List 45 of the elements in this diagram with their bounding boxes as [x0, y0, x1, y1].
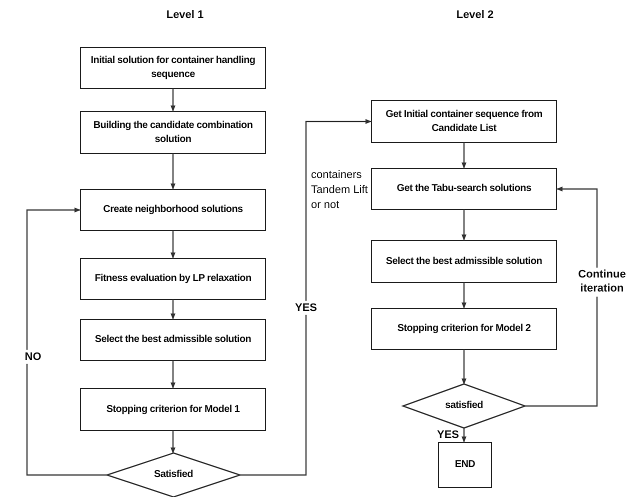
step-label: Select the best admissible solution [384, 254, 544, 268]
process-box [80, 111, 266, 154]
arrow [240, 119, 372, 476]
heading: Level 2 [455, 8, 495, 23]
step-label: Create neighborhood solutions [102, 203, 244, 217]
arrow [170, 89, 176, 112]
decision-diamond [403, 384, 525, 428]
process-box [438, 442, 492, 488]
note-text: containers Tandem Lift or not [311, 168, 369, 213]
edge-label: NO [24, 350, 42, 364]
edge-label: YES [294, 300, 318, 316]
arrow [462, 143, 466, 168]
step-label: Select the best admissible solution [94, 333, 252, 347]
process-box [80, 258, 266, 300]
step-label: Stopping criterion for Model 2 [396, 322, 532, 336]
arrow [26, 208, 107, 476]
heading: Level 1 [165, 8, 205, 23]
decision-label: Satisfied [153, 468, 194, 482]
process-box [371, 168, 557, 210]
arrow [462, 283, 466, 308]
step-label: Initial solution for container handling sequence [90, 54, 256, 82]
arrow [170, 300, 176, 320]
step-label: Get Initial container sequence from Candidate List [384, 108, 544, 136]
process-box [80, 47, 266, 89]
process-box [371, 308, 557, 350]
arrow [525, 186, 598, 407]
step-label: Building the candidate combination solution [92, 118, 254, 146]
decision-diamond [107, 453, 240, 497]
step-label: Get the Tabu-search solutions [396, 182, 532, 196]
step-label: Stopping criterion for Model 1 [105, 402, 241, 416]
step-label: Fitness evaluation by LP relaxation [94, 272, 252, 286]
step-label: END [454, 458, 476, 472]
arrow [170, 154, 176, 190]
arrow [462, 428, 466, 442]
process-box [371, 240, 557, 283]
arrow [170, 231, 176, 258]
arrow [462, 210, 466, 240]
decision-label: satisfied [444, 399, 484, 413]
arrow [462, 350, 466, 384]
process-box [371, 100, 557, 143]
arrow [170, 361, 176, 388]
arrow [170, 431, 176, 454]
process-box [80, 189, 266, 231]
process-box [80, 388, 266, 431]
process-box [80, 319, 266, 361]
